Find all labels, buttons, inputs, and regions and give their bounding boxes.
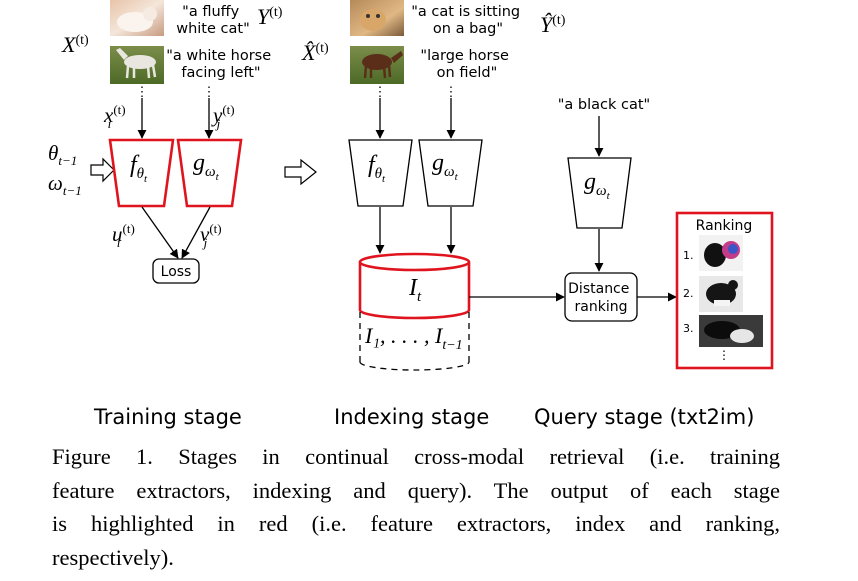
- continuation-dots: ⋮: [203, 84, 216, 99]
- image-caption-1: "a fluffy white cat": [176, 4, 250, 37]
- index-caption-2: "large horse on field": [420, 48, 513, 81]
- index-image-encoder-label: fθt: [368, 152, 386, 185]
- text-encoder-red: [176, 138, 243, 208]
- rank-number: 3.: [683, 322, 694, 335]
- text-encoder-label: gωt: [193, 150, 220, 183]
- continuation-dots: ⋮: [374, 84, 387, 99]
- caption-line: respectively).: [52, 544, 174, 570]
- figure-caption: Figure 1. Stages in continual cross-moda…: [52, 440, 780, 574]
- loss-box: [152, 258, 200, 284]
- stage-arrow: [284, 158, 317, 186]
- query-text-encoder: [567, 157, 632, 229]
- index-image-encoder: [348, 139, 413, 207]
- distance-ranking-label: Distance ranking: [568, 281, 634, 315]
- fluffy-cat-image: [110, 0, 164, 36]
- query-stage: "a black cat" gωt Distance ranking Ranki…: [469, 97, 774, 370]
- theta-prev-label: θt−1: [48, 141, 77, 168]
- query-text: "a black cat": [558, 97, 650, 113]
- indexing-stage: X̂(t) Ŷ(t) "a cat is sitting on a bag" "…: [301, 0, 566, 371]
- ranking-title: Ranking: [696, 218, 753, 234]
- index-database: [358, 252, 471, 371]
- ranking-dots: ⋮: [718, 348, 730, 362]
- image-caption-2: "a white horse facing left": [166, 48, 276, 81]
- current-index-label: It: [408, 275, 422, 305]
- index-text-set-label: Ŷ(t): [540, 12, 566, 37]
- image-encoder-label: fθt: [130, 152, 148, 185]
- caption-line: Figure 1. Stages in continual cross-moda…: [52, 444, 780, 469]
- index-image-set-label: X̂(t): [301, 40, 329, 65]
- text-embedding-label: v(t)j: [200, 221, 222, 250]
- training-stage-label: Training stage: [94, 405, 242, 429]
- result-image-2: [699, 276, 743, 312]
- continuation-dots: ⋮: [136, 84, 149, 99]
- brown-horse-image: [350, 46, 404, 84]
- cat-on-bag-image: [350, 0, 404, 36]
- result-image-3: [699, 315, 763, 347]
- rank-number: 1.: [683, 249, 694, 262]
- image-input-label: x(t)i: [103, 102, 126, 131]
- pipeline-figure: X(t) Y(t) "a fluffy white cat" "a white …: [48, 0, 774, 371]
- image-set-label: X(t): [61, 32, 89, 57]
- text-input-label: y(t)j: [211, 102, 235, 131]
- omega-prev-label: ωt−1: [48, 171, 82, 198]
- rank-number: 2.: [683, 287, 694, 300]
- image-embedding-label: u(t)i: [112, 221, 135, 250]
- result-image-1: [699, 235, 743, 271]
- query-stage-label: Query stage (txt2im): [534, 405, 755, 429]
- loss-label: Loss: [161, 264, 192, 280]
- continuation-dots: ⋮: [445, 84, 458, 99]
- caption-line: feature extractors, indexing and query).…: [52, 477, 780, 503]
- previous-indices-label: I₁, . . . , It−1: [364, 323, 463, 353]
- image-encoder-red: [108, 138, 175, 208]
- index-caption-1: "a cat is sitting on a bag": [411, 4, 525, 37]
- training-stage: X(t) Y(t) "a fluffy white cat" "a white …: [48, 0, 283, 284]
- white-horse-image: [110, 46, 164, 84]
- param-arrow: [90, 157, 115, 183]
- query-encoder-label: gωt: [584, 169, 611, 202]
- index-text-encoder: [418, 139, 483, 207]
- caption-line: is highlighted in red (i.e. feature extr…: [52, 511, 780, 536]
- text-set-label: Y(t): [257, 4, 283, 29]
- indexing-stage-label: Indexing stage: [334, 405, 490, 429]
- index-text-encoder-label: gωt: [432, 150, 459, 183]
